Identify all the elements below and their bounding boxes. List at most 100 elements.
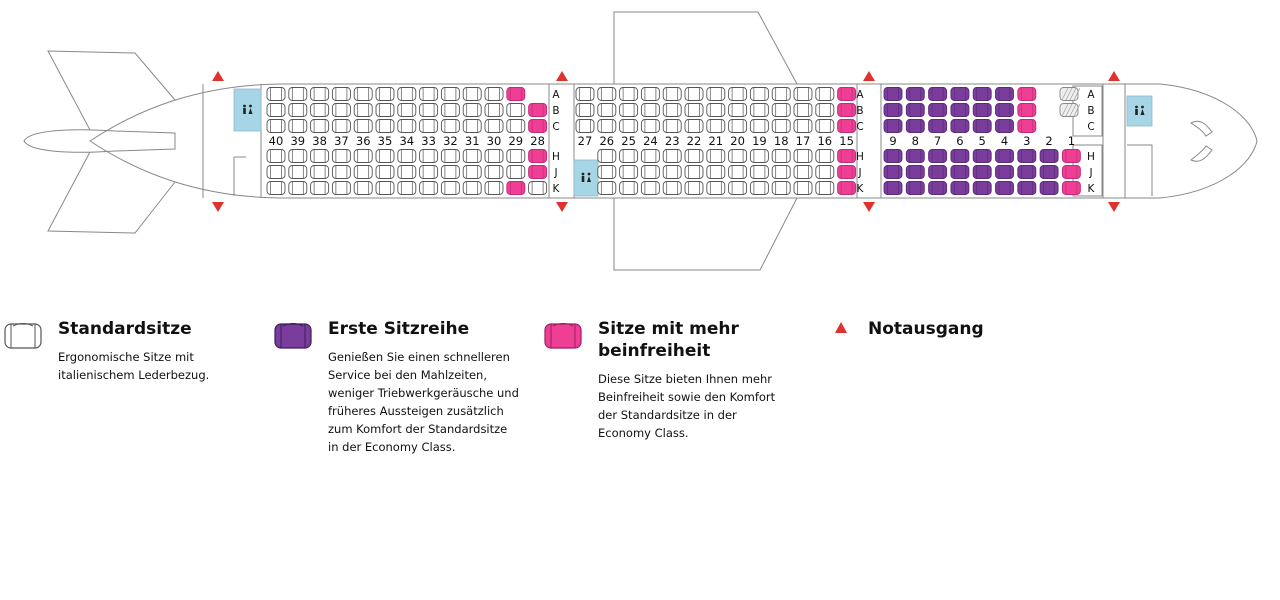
seat-3C[interactable] [1017, 119, 1037, 133]
seat-7J[interactable] [928, 165, 948, 179]
seat-23B[interactable] [662, 103, 682, 117]
seat-24H[interactable] [640, 149, 660, 163]
seat-30H[interactable] [484, 149, 504, 163]
seat-23H[interactable] [662, 149, 682, 163]
seat-33J[interactable] [419, 165, 439, 179]
seat-32K[interactable] [440, 181, 460, 195]
seat-27C[interactable] [575, 119, 595, 133]
seat-9K[interactable] [883, 181, 903, 195]
seat-4A[interactable] [995, 87, 1014, 101]
seat-17J[interactable] [793, 165, 813, 179]
seat-16H[interactable] [815, 149, 835, 163]
seat-26B[interactable] [597, 103, 617, 117]
seat-23J[interactable] [662, 165, 682, 179]
seat-18J[interactable] [771, 165, 791, 179]
seat-38A[interactable] [310, 87, 330, 101]
seat-40C[interactable] [266, 119, 286, 133]
seat-38J[interactable] [310, 165, 330, 179]
seat-19B[interactable] [749, 103, 769, 117]
seat-17H[interactable] [793, 149, 813, 163]
seat-28H[interactable] [528, 149, 548, 163]
seat-21B[interactable] [706, 103, 726, 117]
seat-18K[interactable] [771, 181, 791, 195]
seat-36C[interactable] [353, 119, 373, 133]
seat-26A[interactable] [597, 87, 617, 101]
seat-24J[interactable] [640, 165, 660, 179]
seat-23C[interactable] [662, 119, 682, 133]
seat-20C[interactable] [728, 119, 748, 133]
seat-25K[interactable] [619, 181, 639, 195]
seat-40K[interactable] [266, 181, 286, 195]
seat-34K[interactable] [397, 181, 417, 195]
seat-3J[interactable] [1017, 165, 1037, 179]
seat-1J[interactable] [1061, 165, 1081, 179]
seat-8B[interactable] [905, 103, 925, 117]
seat-36H[interactable] [353, 149, 373, 163]
seat-36B[interactable] [353, 103, 373, 117]
seat-4H[interactable] [995, 149, 1014, 163]
seat-6A[interactable] [950, 87, 970, 101]
seat-28B[interactable] [528, 103, 548, 117]
seat-2J[interactable] [1039, 165, 1059, 179]
seat-33H[interactable] [419, 149, 439, 163]
seat-8A[interactable] [905, 87, 925, 101]
seat-9C[interactable] [883, 119, 903, 133]
seat-19K[interactable] [749, 181, 769, 195]
seat-6J[interactable] [950, 165, 970, 179]
seat-36A[interactable] [353, 87, 373, 101]
seat-19H[interactable] [749, 149, 769, 163]
seat-31B[interactable] [462, 103, 482, 117]
seat-29B[interactable] [506, 103, 526, 117]
seat-17B[interactable] [793, 103, 813, 117]
seat-15B[interactable] [837, 103, 857, 117]
seat-39C[interactable] [288, 119, 308, 133]
seat-33K[interactable] [419, 181, 439, 195]
seat-24C[interactable] [640, 119, 660, 133]
seat-34A[interactable] [397, 87, 417, 101]
seat-5H[interactable] [972, 149, 992, 163]
seat-25A[interactable] [619, 87, 639, 101]
seat-18C[interactable] [771, 119, 791, 133]
seat-24A[interactable] [640, 87, 660, 101]
seat-38H[interactable] [310, 149, 330, 163]
seat-22H[interactable] [684, 149, 704, 163]
seat-39K[interactable] [288, 181, 308, 195]
seat-38K[interactable] [310, 181, 330, 195]
seat-32A[interactable] [440, 87, 460, 101]
seat-30J[interactable] [484, 165, 504, 179]
seat-35C[interactable] [375, 119, 395, 133]
seat-28C[interactable] [528, 119, 548, 133]
seat-27A[interactable] [575, 87, 595, 101]
seat-39B[interactable] [288, 103, 308, 117]
seat-16A[interactable] [815, 87, 835, 101]
seat-17K[interactable] [793, 181, 813, 195]
seat-9B[interactable] [883, 103, 903, 117]
seat-21H[interactable] [706, 149, 726, 163]
seat-9H[interactable] [883, 149, 903, 163]
seat-6K[interactable] [950, 181, 970, 195]
seat-36K[interactable] [353, 181, 373, 195]
seat-20A[interactable] [728, 87, 748, 101]
seat-30B[interactable] [484, 103, 504, 117]
seat-30A[interactable] [484, 87, 504, 101]
seat-19J[interactable] [749, 165, 769, 179]
seat-34C[interactable] [397, 119, 417, 133]
seat-19C[interactable] [749, 119, 769, 133]
seat-26H[interactable] [597, 149, 617, 163]
seat-37H[interactable] [331, 149, 351, 163]
seat-15A[interactable] [837, 87, 857, 101]
seat-26J[interactable] [597, 165, 617, 179]
seat-34B[interactable] [397, 103, 417, 117]
seat-20H[interactable] [728, 149, 748, 163]
seat-26K[interactable] [597, 181, 617, 195]
seat-27B[interactable] [575, 103, 595, 117]
seat-15J[interactable] [837, 165, 857, 179]
seat-21K[interactable] [706, 181, 726, 195]
seat-16C[interactable] [815, 119, 835, 133]
seat-6H[interactable] [950, 149, 970, 163]
seat-35H[interactable] [375, 149, 395, 163]
seat-8J[interactable] [905, 165, 925, 179]
seat-7H[interactable] [928, 149, 948, 163]
seat-32J[interactable] [440, 165, 460, 179]
seat-23K[interactable] [662, 181, 682, 195]
